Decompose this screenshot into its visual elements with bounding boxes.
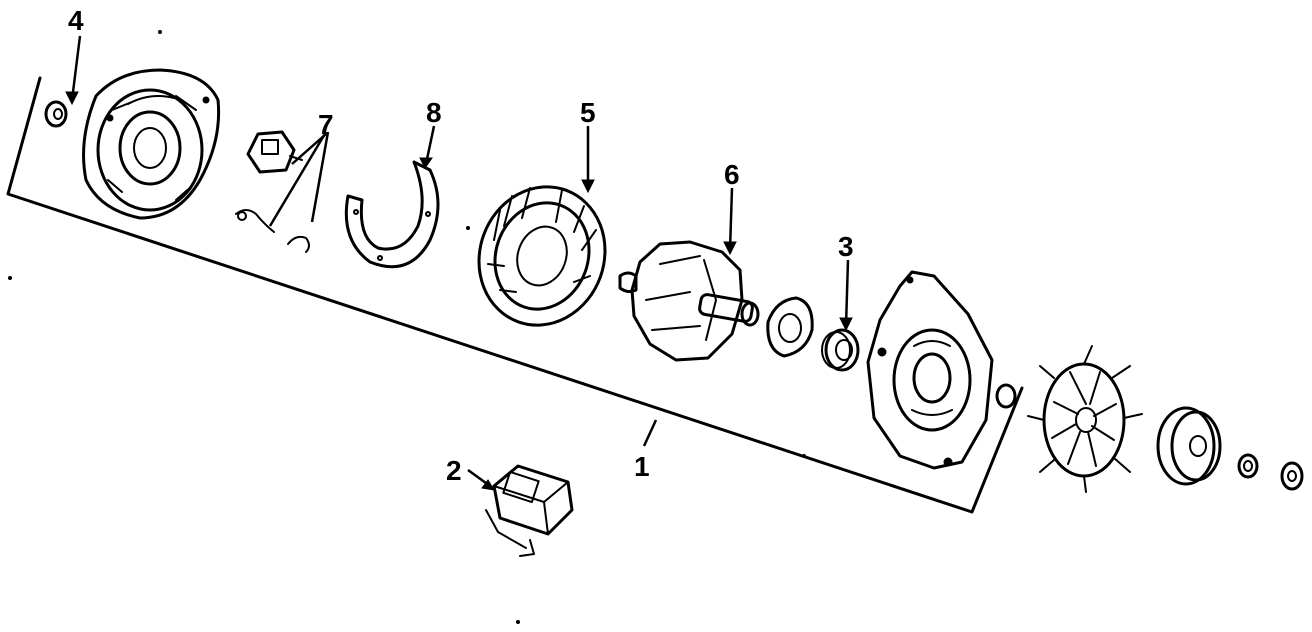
pulley <box>1156 406 1222 486</box>
scan-specks <box>8 30 806 624</box>
stator <box>477 185 607 327</box>
front-housing <box>866 270 994 470</box>
leader-lines <box>65 35 853 491</box>
pulley-washer <box>1280 461 1304 491</box>
callout-2: 2 <box>446 455 462 486</box>
callout-7: 7 <box>318 109 334 140</box>
assembly-bracket <box>6 76 1024 514</box>
callout-8: 8 <box>426 97 442 128</box>
bearing <box>821 328 860 372</box>
callout-labels: 4 7 8 5 6 3 2 1 <box>68 5 854 486</box>
fan <box>1027 345 1143 493</box>
callout-3: 3 <box>838 231 854 262</box>
retainer-plate <box>766 296 814 358</box>
spacer <box>995 383 1017 409</box>
rear-housing <box>82 68 221 220</box>
callout-1: 1 <box>634 451 650 482</box>
pulley-nut <box>1237 453 1259 479</box>
rotor <box>618 240 760 362</box>
callout-6: 6 <box>724 159 740 190</box>
rear-nut <box>44 100 68 128</box>
voltage-regulator <box>485 464 574 557</box>
callout-5: 5 <box>580 97 596 128</box>
callout-4: 4 <box>68 5 84 36</box>
brush-holder-parts <box>235 130 310 253</box>
horseshoe-plate <box>344 160 440 269</box>
